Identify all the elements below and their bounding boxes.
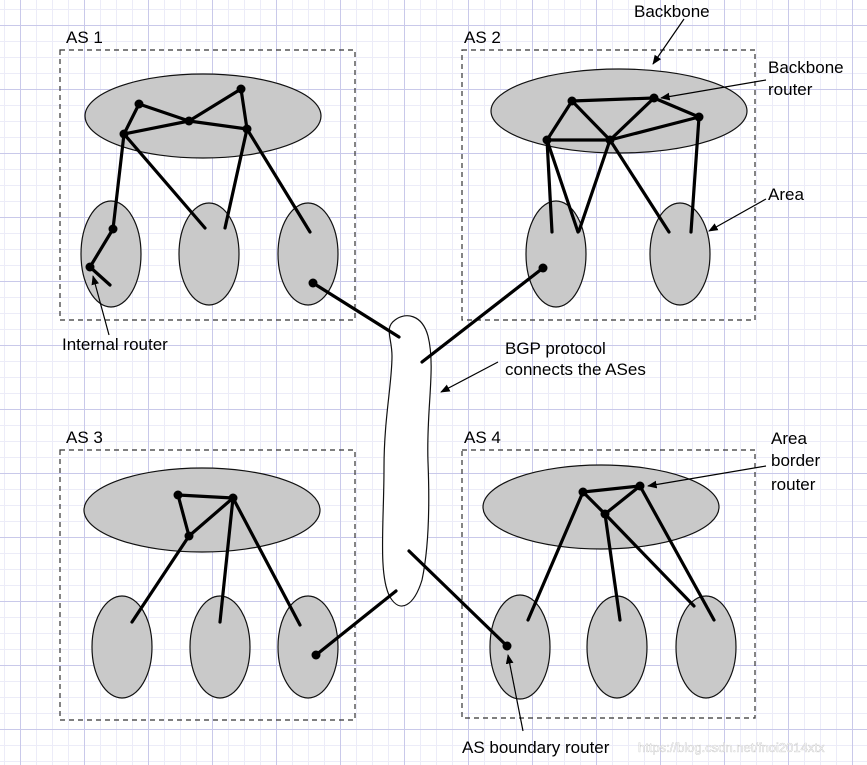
area-border-router-callout-line1: Area [771, 429, 807, 448]
as2-backbone-router [649, 93, 659, 103]
as2-links [545, 96, 701, 234]
bgp-links [311, 266, 545, 657]
as1-label: AS 1 [66, 28, 103, 47]
as4-backbone [482, 464, 720, 550]
area-border-router-callout-line3: router [771, 475, 816, 494]
as1-backbone-router [119, 129, 129, 139]
as-boundary-router-callout: AS boundary router [462, 738, 610, 757]
bgp-link-region [381, 315, 432, 607]
as2-backbone-router [567, 96, 577, 106]
as1-backbone [84, 73, 322, 159]
as2-backbone-router [542, 135, 552, 145]
bgp-callout-line2: connects the ASes [505, 360, 646, 379]
as4-area-1 [489, 594, 551, 700]
as1-backbone-router [134, 99, 144, 109]
as4-boundary [461, 449, 756, 719]
as3-backbone-router [184, 531, 194, 541]
as1-area-2 [178, 202, 240, 306]
backbone-router-callout-line2: router [768, 80, 813, 99]
as3-area-2 [189, 595, 251, 699]
backbone-callout: Backbone [634, 2, 710, 21]
as1-links [88, 87, 312, 287]
as3-boundary [59, 449, 356, 721]
as4-routers [502, 481, 645, 651]
as1-backbone-router [242, 124, 252, 134]
as4-area-3 [675, 595, 737, 699]
as2-area-1 [525, 200, 587, 308]
as4-label: AS 4 [464, 428, 501, 447]
as1-internal-router [85, 262, 95, 272]
as4-links [526, 484, 716, 622]
bgp-callout-line1: BGP protocol [505, 339, 606, 358]
as3-label: AS 3 [66, 428, 103, 447]
area-border-router-pointer [647, 465, 767, 489]
area-callout: Area [768, 185, 804, 204]
internal-router-callout: Internal router [62, 335, 168, 354]
as1-area-3 [277, 202, 339, 306]
as1-backbone-router [236, 84, 246, 94]
area-pointer [708, 198, 767, 232]
callout-pointers [91, 18, 767, 732]
as2-label: AS 2 [464, 28, 501, 47]
as3-backbone [83, 467, 321, 553]
as1-boundary [59, 49, 356, 321]
as2-boundary [461, 49, 756, 321]
backbone-router-callout-line1: Backbone [768, 58, 844, 77]
backbone-router-pointer [660, 79, 767, 101]
as3-backbone-router [228, 493, 238, 503]
as1-area-router [108, 224, 118, 234]
watermark: https://blog.csdn.net/fnoi2014xtx [638, 740, 825, 755]
as3-links [130, 493, 302, 627]
as4-area-border-router [635, 481, 645, 491]
as4-backbone-router [600, 509, 610, 519]
backbone-pointer [652, 18, 685, 65]
as2-backbone-router [605, 135, 615, 145]
as3-backbone-router [173, 490, 183, 500]
area-border-router-callout-line2: border [771, 451, 820, 470]
as-boundary-router-pointer [505, 654, 524, 732]
internal-router-pointer [91, 275, 110, 336]
as4-area-2 [586, 595, 648, 699]
as3-area-3 [277, 595, 339, 699]
as4-backbone-router [578, 487, 588, 497]
as1-backbone-router [184, 116, 194, 126]
bgp-pointer [440, 361, 499, 393]
as2-backbone [490, 68, 748, 154]
as2-backbone-router [694, 112, 704, 122]
as3-area-1 [91, 595, 153, 699]
as1-area-1 [80, 200, 142, 308]
